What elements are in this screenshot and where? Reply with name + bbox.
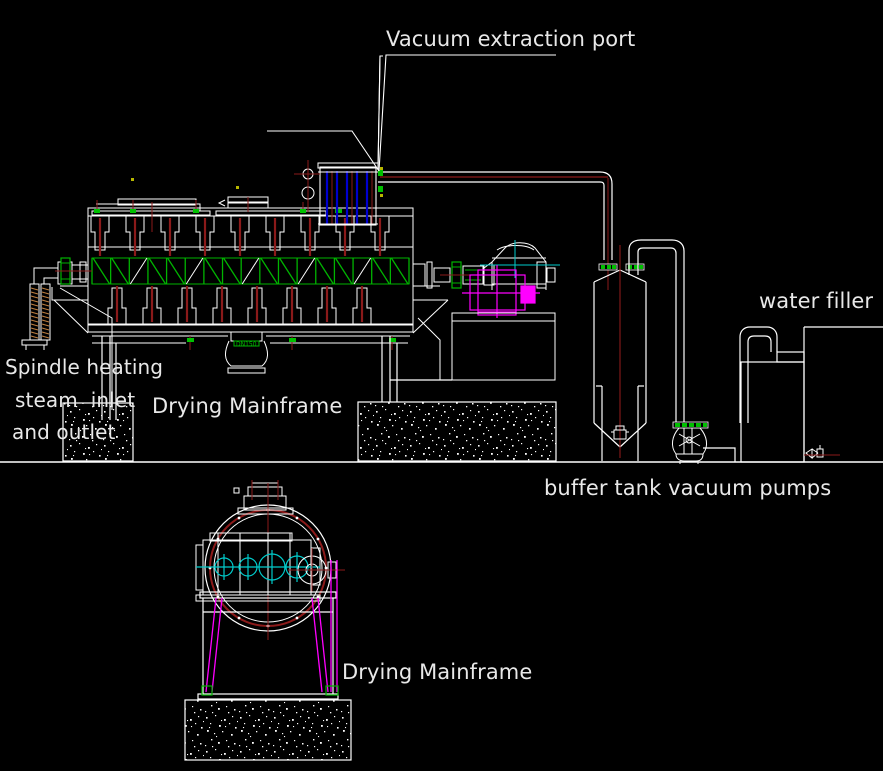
vacuum-pump	[671, 425, 708, 464]
steam-manifold-upper	[91, 196, 327, 232]
label-buffer-tank-vacuum-pumps: buffer tank vacuum pumps	[544, 476, 832, 500]
leader-drying-mainframe	[417, 317, 441, 380]
label-spindle-heating-line2: steam inlet	[15, 388, 136, 412]
tank-to-pump-pipe	[628, 239, 685, 422]
water-tank-drain-valve	[805, 445, 824, 460]
condenser-sight-glass	[294, 160, 320, 212]
rotary-joint-left	[55, 257, 92, 285]
bottom-manifold	[92, 335, 410, 344]
label-drying-mainframe-elevation: Drying Mainframe	[152, 394, 343, 418]
drive-motor-reducer	[483, 242, 556, 290]
paddle-flights	[91, 257, 410, 285]
leader-vacuum-port-lines	[267, 54, 556, 172]
support-skirt-right	[412, 299, 449, 334]
gear-train	[196, 550, 320, 584]
paddle-diagonals	[129, 257, 372, 285]
label-spindle-heating-line3: and outlet	[12, 420, 116, 444]
foundation-left	[62, 402, 134, 462]
label-drying-mainframe-section: Drying Mainframe	[342, 660, 533, 684]
foundation-right	[357, 401, 557, 462]
top-flange-bolts	[131, 178, 239, 189]
leader-spindle-heating	[59, 287, 113, 410]
upper-steam-headers	[90, 216, 390, 256]
label-vacuum-extraction-port: Vacuum extraction port	[386, 27, 636, 51]
buffer-tank-drain-valve	[611, 425, 629, 440]
water-tank-outer-wall	[803, 326, 883, 462]
section-baseplates	[201, 685, 339, 696]
label-spindle-heating-line1: Spindle heating	[5, 355, 164, 379]
section-brace	[205, 560, 338, 693]
discharge-valve-label: DN150	[236, 341, 257, 348]
support-skirt-left	[51, 287, 89, 334]
dryer-support-legs	[101, 336, 452, 420]
dryer-section-view	[184, 480, 352, 761]
pump-discharge-pipe	[703, 447, 736, 462]
drive-shaft-centerline	[480, 240, 560, 278]
section-support-frame	[197, 591, 339, 700]
buffer-tank-inlet-flange	[598, 263, 618, 271]
spindle-steam-coil-hatch	[30, 287, 50, 339]
vacuum-pump-flange	[672, 421, 709, 429]
motor-base-plate	[451, 312, 556, 381]
vacuum-extraction-pipe	[378, 171, 613, 260]
svg-text:DN150: DN150	[236, 341, 257, 348]
lower-steam-headers	[107, 286, 372, 324]
water-filler-tank	[739, 326, 805, 463]
label-water-filler: water filler	[759, 289, 874, 313]
bottom-flange-marks	[187, 338, 396, 342]
shaft-coupling-right	[412, 261, 451, 289]
top-flange-marks	[94, 209, 342, 213]
spindle-steam-inlet-outlet	[21, 261, 73, 350]
leader-vacuum-port	[377, 55, 383, 171]
discharge-hopper	[225, 332, 268, 374]
pipe-flange-upper	[378, 167, 383, 197]
buffer-tank-outlet-flange	[625, 263, 645, 271]
motor-body	[462, 265, 540, 318]
condenser	[317, 162, 379, 226]
